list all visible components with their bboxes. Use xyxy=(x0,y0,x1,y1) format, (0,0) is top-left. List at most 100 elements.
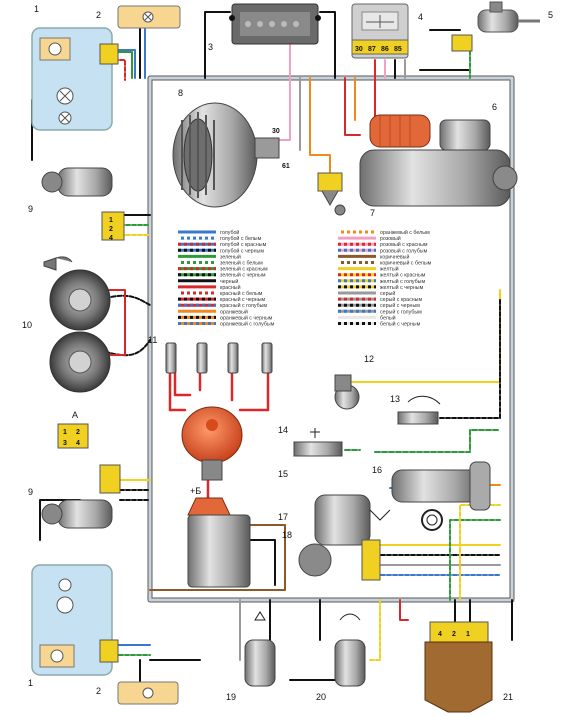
horn-icon xyxy=(43,256,73,271)
connector-a-pin-1: 1 xyxy=(63,429,67,436)
legend-entry-left-10: красный с белым xyxy=(178,290,263,297)
alternator-pin-61: 61 xyxy=(282,163,290,170)
side-marker-lamp-top xyxy=(117,5,181,29)
svg-text:1: 1 xyxy=(466,631,470,638)
oil-pressure-sensor xyxy=(317,172,346,216)
temp-sensor xyxy=(293,428,343,457)
legend-entry-right-14: белый xyxy=(338,314,396,321)
legend-label: коричневый с белым xyxy=(380,260,432,267)
legend-entry-left-7: зеленый с черным xyxy=(178,272,266,279)
legend-label: черный xyxy=(220,278,238,285)
component-number-14: 14 xyxy=(278,425,288,435)
headlamp-top xyxy=(31,27,119,131)
legend-entry-left-8: черный xyxy=(178,278,238,285)
legend-label: желтый xyxy=(380,266,399,273)
legend-label: оранжевый с черным xyxy=(220,314,273,321)
svg-text:2: 2 xyxy=(109,226,113,233)
brake-switch xyxy=(391,461,491,531)
component-numbers: 1 2 3 4 5 6 7 8 9 10 11 12 13 14 15 16 1… xyxy=(22,4,553,702)
top-right-sensor xyxy=(451,1,540,52)
legend-label: розовый с красным xyxy=(380,241,428,248)
legend-label: серый xyxy=(380,290,395,297)
legend-label: красный xyxy=(220,284,241,291)
alternator: 30 61 xyxy=(172,102,290,208)
component-number-2b: 2 xyxy=(96,686,101,696)
component-number-2: 2 xyxy=(96,10,101,20)
coil-terminal-label: +Б xyxy=(190,486,201,496)
legend-label: голубой с белым xyxy=(220,235,262,242)
legend-entry-right-9: желтый с черным xyxy=(338,284,424,291)
washer-pump xyxy=(244,611,276,687)
legend-entry-right-12: серый с черным xyxy=(338,302,420,309)
relay-pin-86: 86 xyxy=(381,46,389,53)
component-number-3: 3 xyxy=(208,42,213,52)
legend-entry-left-15: оранжевый с голубым xyxy=(178,321,275,328)
component-number-4: 4 xyxy=(418,12,423,22)
horn-upper xyxy=(49,269,111,331)
legend-label: зеленый с черным xyxy=(220,272,266,279)
connector-a-label: A xyxy=(72,410,78,420)
legend-label: серый с черным xyxy=(380,302,420,309)
relay-pin-85: 85 xyxy=(394,46,402,53)
starter-motor xyxy=(359,114,518,207)
component-number-10: 10 xyxy=(22,320,32,330)
legend-entry-left-0: голубой xyxy=(178,229,239,236)
legend-entry-left-3: голубой с черным xyxy=(178,247,264,254)
legend-entry-right-6: желтый xyxy=(338,266,399,273)
legend-label: розовый xyxy=(380,235,401,242)
legend-label: красный с белым xyxy=(220,290,263,297)
legend-label: желтый с красным xyxy=(380,272,426,279)
component-number-5: 5 xyxy=(548,10,553,20)
legend-entry-left-12: красный с голубым xyxy=(178,302,267,309)
component-number-16: 16 xyxy=(372,465,382,475)
component-number-9b: 9 xyxy=(28,487,33,497)
legend-label: красный с голубым xyxy=(220,302,267,309)
alternator-pin-30: 30 xyxy=(272,128,280,135)
legend-entry-left-1: голубой с белым xyxy=(178,235,262,242)
wire-harness xyxy=(31,11,515,691)
rear-washer-pump xyxy=(334,613,366,687)
component-number-15: 15 xyxy=(278,469,288,479)
component-number-6: 6 xyxy=(492,102,497,112)
connection-block xyxy=(229,3,321,45)
component-number-13: 13 xyxy=(390,394,400,404)
legend-entry-left-13: оранжевый xyxy=(178,308,248,315)
legend-entry-left-11: красный с черным xyxy=(178,296,266,303)
legend-entry-right-15: белый с черным xyxy=(338,321,421,328)
legend-label: оранжевый с голубым xyxy=(220,321,275,328)
relay-pin-87: 87 xyxy=(368,46,376,53)
headlamp-relay: 30 87 86 85 xyxy=(351,3,409,59)
legend-label: серый с красным xyxy=(380,296,422,303)
legend-entry-left-2: голубой с красным xyxy=(178,241,267,248)
legend-label: зеленый с белым xyxy=(220,260,263,267)
component-number-17: 17 xyxy=(278,512,288,522)
wiper-motor xyxy=(298,494,391,581)
legend-label: голубой с черным xyxy=(220,247,264,254)
legend-entry-right-3: розовый с голубым xyxy=(338,247,428,254)
legend-entry-left-14: оранжевый с черным xyxy=(178,314,273,321)
legend-entry-right-1: розовый xyxy=(338,235,401,242)
component-number-19: 19 xyxy=(226,692,236,702)
legend-label: оранжевый с белым xyxy=(380,229,430,236)
headlamp-bottom xyxy=(31,564,119,676)
legend-label: красный с черным xyxy=(220,296,266,303)
legend-label: желтый с черным xyxy=(380,284,424,291)
washer-motor-bottom xyxy=(41,464,121,529)
legend-entry-right-8: желтый с голубым xyxy=(338,278,425,285)
legend-label: желтый с голубым xyxy=(380,278,425,285)
legend-label: белый xyxy=(380,314,396,321)
component-number-7: 7 xyxy=(370,208,375,218)
relay-pin-30: 30 xyxy=(355,46,363,53)
legend-label: голубой с красным xyxy=(220,241,267,248)
component-number-21: 21 xyxy=(503,692,513,702)
legend-entry-left-4: зеленый xyxy=(178,253,241,260)
ignition-distributor xyxy=(181,406,243,481)
legend-label: серый с голубым xyxy=(380,308,422,315)
component-number-1: 1 xyxy=(34,4,39,14)
legend-entry-left-9: красный xyxy=(178,284,241,291)
connector-a: A 1 2 3 4 xyxy=(57,410,89,449)
legend-entry-left-6: зеленый с красным xyxy=(178,266,268,273)
ignition-coil: +Б xyxy=(187,486,251,588)
horn-lower xyxy=(49,331,111,393)
